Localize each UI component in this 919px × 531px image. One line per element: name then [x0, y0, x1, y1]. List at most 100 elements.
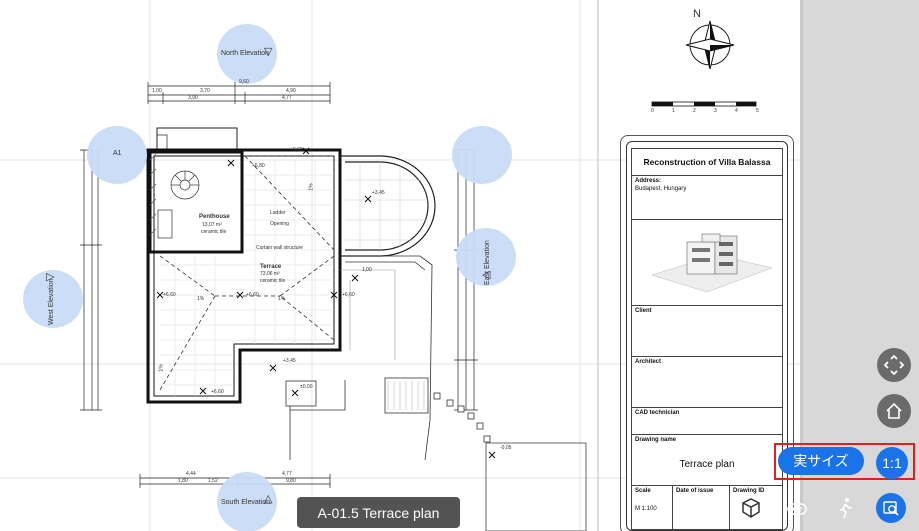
drawing-name-label: Drawing name [635, 437, 677, 443]
project-title: Reconstruction of Villa Balassa [643, 157, 771, 167]
dimension-label: 9,60 [239, 79, 249, 85]
3d-view-button[interactable] [736, 493, 766, 523]
dimension-label: 3,70 [200, 88, 210, 94]
level-label: +6,60 [246, 292, 259, 298]
cad-label: CAD technician [635, 410, 680, 416]
scale-cell: Scale M 1:100 [632, 486, 673, 529]
zoom-search-icon [883, 501, 899, 516]
date-cell: Date of issue [673, 486, 730, 529]
level-label: +6,80 [252, 163, 265, 169]
slope-label: 1% [308, 183, 315, 191]
dimension-label: 1,80 [178, 478, 188, 484]
sidebar-divider [800, 0, 803, 531]
level-label: -0,05 [500, 445, 512, 451]
drawing-name-value: Terrace plan [679, 459, 735, 470]
right-panel [803, 0, 919, 531]
scale-tick: 0 [651, 108, 654, 114]
south-elevation-marker[interactable] [217, 472, 277, 531]
address-label: Address: [635, 178, 662, 184]
level-label: +6,60 [290, 147, 303, 153]
penthouse-name: Penthouse [199, 214, 230, 220]
scale-value: M 1:100 [635, 506, 657, 512]
a1-section-marker[interactable] [87, 126, 147, 184]
opening-note: Opening [270, 221, 289, 227]
scale-tick: 5 [756, 108, 759, 114]
ladder-note: Ladder [270, 210, 286, 216]
scale-label: Scale [635, 488, 651, 494]
home-button[interactable] [877, 394, 911, 428]
west-elevation-label: West Elevation [48, 278, 55, 325]
east-elevation-marker-top[interactable] [452, 126, 512, 184]
walk-mode-button[interactable] [831, 493, 861, 523]
scale-tick: 3 [714, 108, 717, 114]
west-elevation-marker[interactable] [23, 270, 83, 328]
cad-row: CAD technician [631, 407, 783, 435]
south-elevation-arrow-icon: △ [264, 493, 273, 505]
floor-plan-drawing [0, 0, 803, 531]
date-label: Date of issue [676, 488, 714, 494]
actual-size-button[interactable]: 実サイズ [778, 447, 864, 475]
navigate-button[interactable] [877, 348, 911, 382]
architect-row: Architect [631, 356, 783, 408]
actual-size-highlight [774, 443, 915, 480]
level-label: +6,60 [211, 389, 224, 395]
north-elevation-marker[interactable] [217, 24, 277, 84]
penthouse-area: 13,07 m² [202, 222, 222, 228]
scale-row: Scale M 1:100 Date of issue Drawing ID [631, 485, 783, 530]
one-to-one-button[interactable]: 1:1 [876, 447, 908, 479]
a1-section-label: A1 [113, 150, 122, 157]
west-elevation-arrow-icon: ▷ [46, 271, 55, 283]
drawing-canvas[interactable]: North Elevation ▽ A1 East Elevation ◁ We… [0, 0, 803, 531]
client-label: Client [635, 308, 652, 314]
level-label: +6,60 [163, 292, 176, 298]
north-elevation-arrow-icon: ▽ [264, 46, 273, 58]
title-block-frame [620, 135, 794, 531]
dimension-label: 4,77 [282, 471, 292, 477]
villa-rendering-image [651, 233, 773, 293]
title-block: Reconstruction of Villa Balassa Address:… [626, 141, 788, 531]
scale-bar [651, 101, 757, 107]
navigate-icon [883, 354, 905, 376]
cube-icon [742, 498, 760, 518]
north-label: N [693, 8, 701, 20]
east-elevation-arrow-icon: ◁ [482, 269, 491, 281]
drawing-name-row: Drawing name Terrace plan [631, 434, 783, 486]
south-elevation-label: South Elevation [221, 499, 271, 506]
compass-rose [685, 20, 735, 70]
zoom-search-button[interactable] [876, 493, 906, 523]
home-icon [886, 402, 902, 419]
terrace-area: 73,06 m² [260, 271, 280, 277]
game-mode-button[interactable] [782, 493, 812, 523]
level-label: +6,60 [342, 292, 355, 298]
scale-tick: 2 [693, 108, 696, 114]
slope-label: 1% [278, 296, 286, 302]
address-row: Address: Budapest, Hungary [631, 175, 783, 220]
dimension-label: 4,90 [286, 88, 296, 94]
dimension-label: 1,00 [152, 88, 162, 94]
curtain-wall-note: Curtain wall structure [256, 245, 303, 251]
dimension-label: 4,44 [186, 471, 196, 477]
walk-icon [839, 498, 852, 519]
dimension-label: 3,90 [188, 95, 198, 101]
north-elevation-label: North Elevation [221, 50, 269, 57]
level-label: +3,45 [283, 358, 296, 364]
rendering-row [631, 219, 783, 306]
address-value: Budapest, Hungary [635, 186, 687, 192]
east-elevation-marker[interactable] [456, 228, 516, 286]
terrace-name: Terrace [260, 264, 282, 270]
sheet-caption: A-01.5 Terrace plan [297, 497, 460, 528]
dimension-label: 1,52 [208, 478, 218, 484]
penthouse-finish: ceramic tile [201, 229, 227, 235]
scale-tick: 4 [735, 108, 738, 114]
gamepad-icon [787, 503, 807, 515]
dimension-label: 4,77 [282, 95, 292, 101]
drawing-id-cell: Drawing ID [730, 486, 782, 529]
scale-tick: 1 [672, 108, 675, 114]
client-row: Client [631, 305, 783, 357]
level-label: 1,00 [362, 267, 372, 273]
drawing-id-label: Drawing ID [733, 488, 765, 494]
slope-label: 1% [158, 364, 165, 372]
level-label: +3,45 [372, 190, 385, 196]
dimension-label: 9,80 [286, 478, 296, 484]
architect-label: Architect [635, 359, 662, 365]
